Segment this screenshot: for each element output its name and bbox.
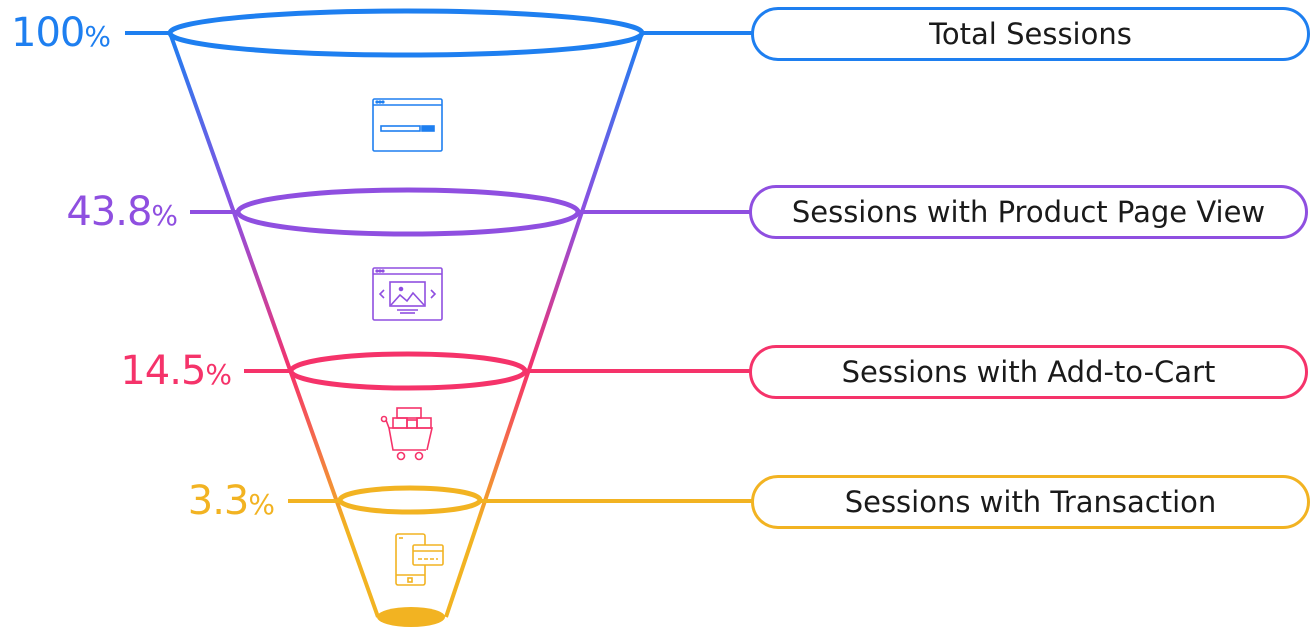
percent-unit: % (151, 199, 178, 232)
ring-product (235, 187, 581, 237)
percent-unit: % (84, 20, 111, 53)
percent-total: 100% (11, 13, 111, 57)
browser-search-icon (372, 98, 443, 152)
mobile-payment-icon (395, 533, 444, 586)
ring-total (167, 8, 645, 58)
percent-unit: % (248, 488, 275, 521)
percent-value: 3.3 (187, 478, 250, 524)
stage-label-transaction: Sessions with Transaction (751, 475, 1310, 529)
percent-product: 43.8% (66, 192, 178, 236)
stage-label-cart: Sessions with Add-to-Cart (749, 345, 1308, 399)
ring-cart (288, 351, 528, 391)
percent-value: 43.8 (66, 189, 152, 235)
percent-value: 14.5 (120, 348, 206, 394)
product-page-icon (372, 267, 443, 321)
percent-unit: % (205, 358, 232, 391)
percent-transaction: 3.3% (188, 481, 275, 525)
stage-label-total: Total Sessions (751, 7, 1310, 61)
funnel-bottom (377, 607, 445, 627)
funnel-right-side (444, 32, 644, 618)
percent-value: 100 (11, 10, 85, 56)
funnel-left-side (168, 32, 380, 618)
ring-transaction (337, 485, 483, 515)
shopping-cart-icon (380, 407, 434, 461)
stage-label-product: Sessions with Product Page View (749, 185, 1308, 239)
percent-cart: 14.5% (120, 351, 232, 395)
